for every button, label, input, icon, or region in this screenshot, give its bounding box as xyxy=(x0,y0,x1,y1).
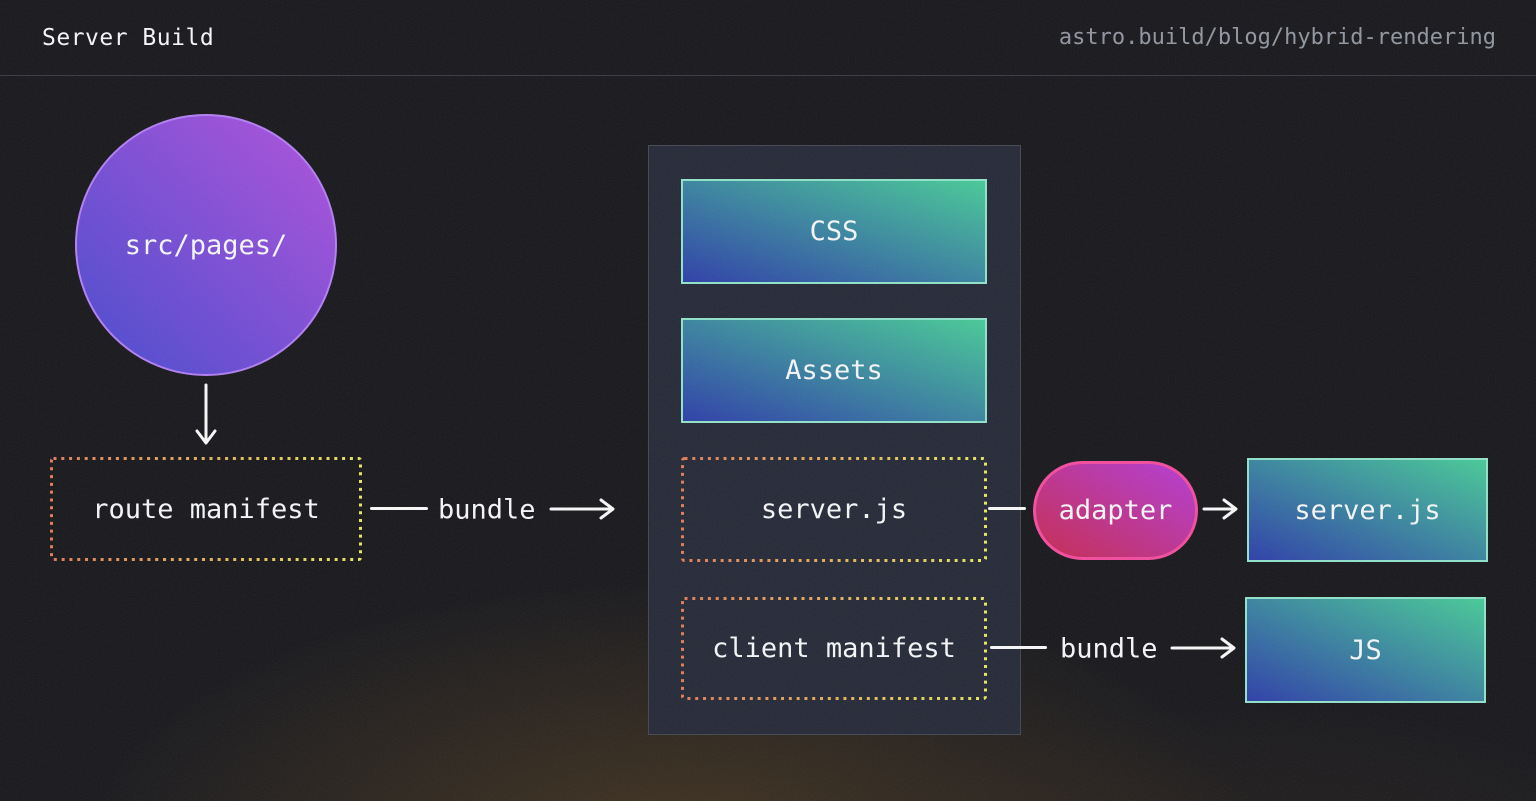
node-js-output: JS xyxy=(1245,597,1486,703)
src-pages-label: src/pages/ xyxy=(124,229,288,261)
edge-line xyxy=(988,507,1026,510)
edge-line xyxy=(370,507,428,510)
adapter-label: adapter xyxy=(1058,495,1173,526)
dotted-border xyxy=(681,457,987,562)
dotted-border xyxy=(681,597,987,700)
css-label: CSS xyxy=(809,216,859,247)
js-output-label: JS xyxy=(1349,634,1382,666)
diagram-title: Server Build xyxy=(42,24,215,51)
edge-line xyxy=(990,646,1047,649)
node-client-manifest: client manifest xyxy=(681,597,987,700)
arrow-right-icon xyxy=(1170,637,1236,659)
source-url: astro.build/blog/hybrid-rendering xyxy=(1058,25,1496,50)
arrow-down-icon xyxy=(195,383,217,445)
server-js-output-label: server.js xyxy=(1294,494,1441,526)
node-src-pages: src/pages/ xyxy=(75,114,337,376)
node-server-js-output: server.js xyxy=(1247,458,1488,562)
node-route-manifest: route manifest xyxy=(50,457,362,561)
title-bar: Server Build astro.build/blog/hybrid-ren… xyxy=(0,0,1536,76)
node-server-js-bundle: server.js xyxy=(681,457,987,562)
node-assets: Assets xyxy=(681,318,987,423)
bundle-left-label: bundle xyxy=(438,494,536,526)
node-adapter: adapter xyxy=(1033,461,1198,560)
arrow-right-icon xyxy=(1202,498,1238,520)
assets-label: Assets xyxy=(785,355,883,386)
dotted-border xyxy=(50,457,362,561)
arrow-right-icon xyxy=(549,498,615,520)
node-css: CSS xyxy=(681,179,987,284)
bundle-right-label: bundle xyxy=(1060,633,1158,665)
